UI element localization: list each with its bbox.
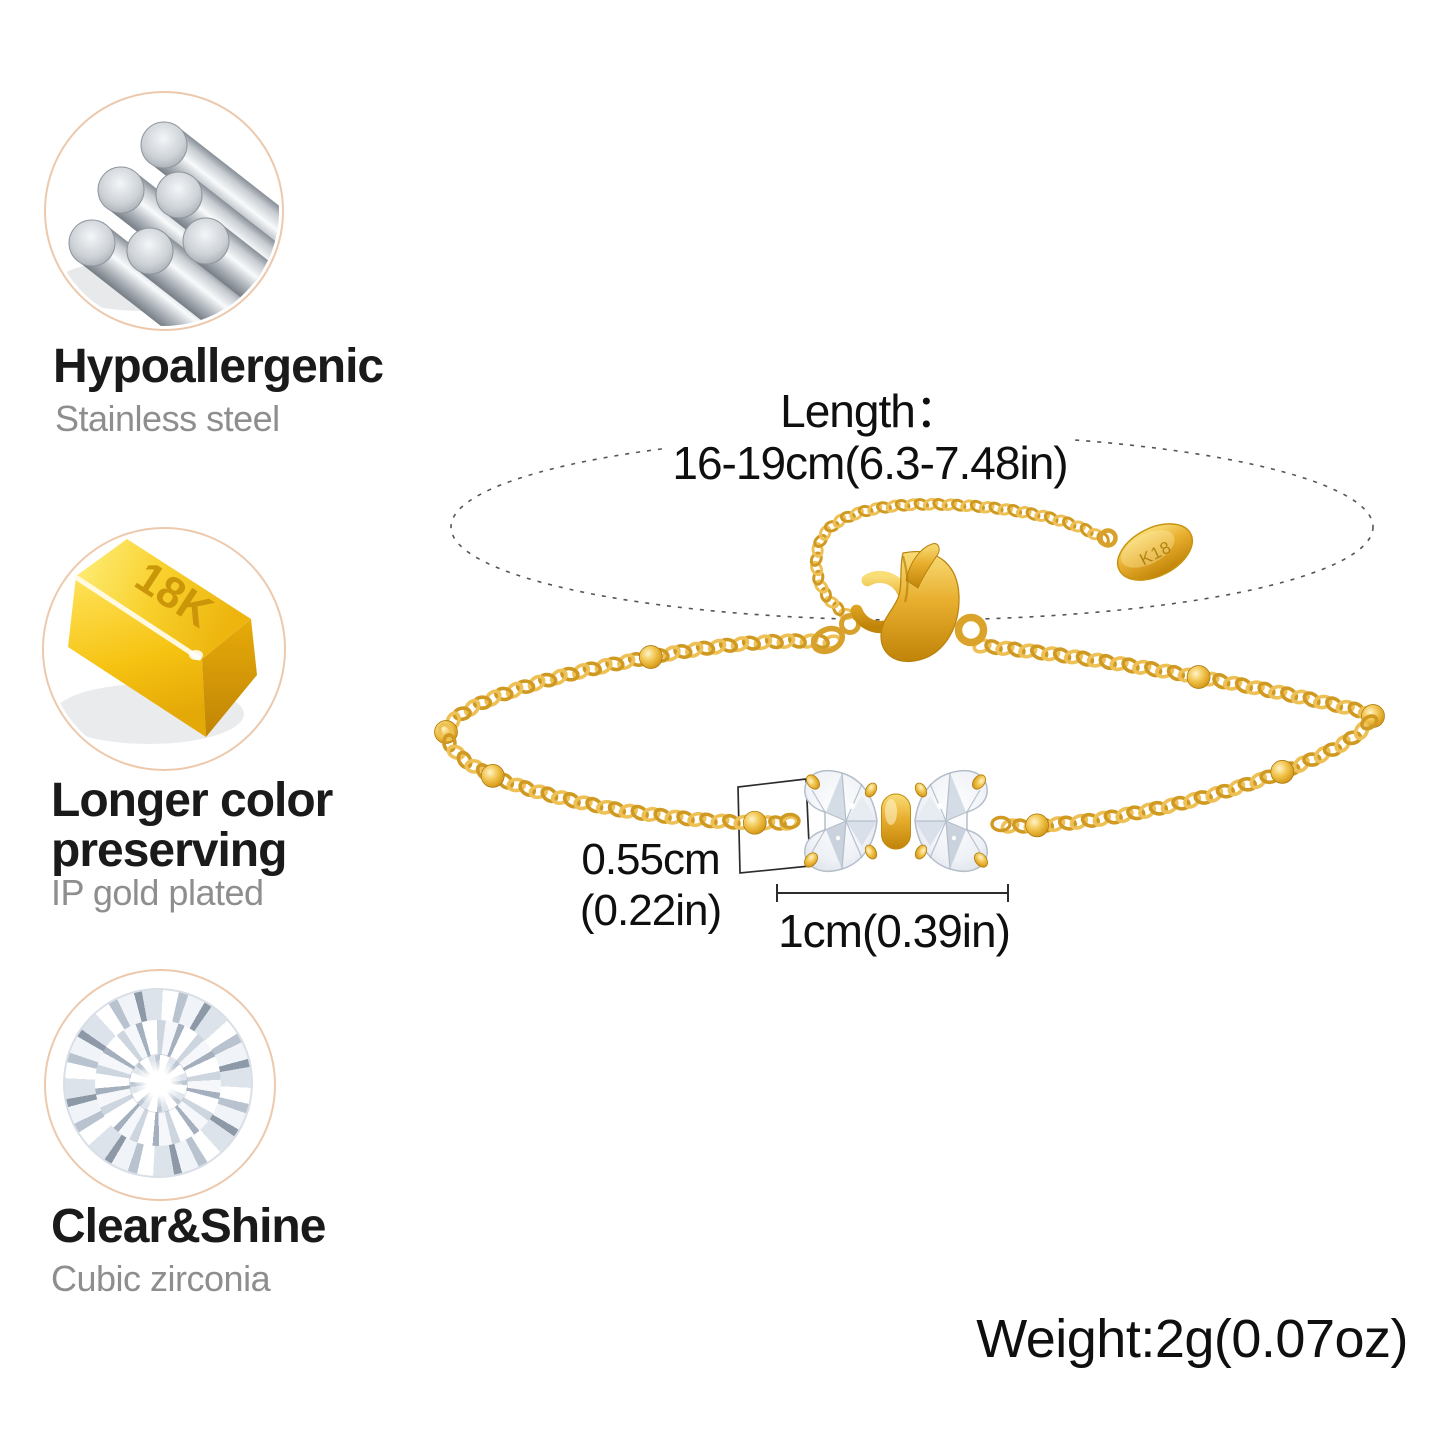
feature-subtitle-stainless-steel: Stainless steel [55, 398, 280, 439]
charm-height-annotation: 0.55cm (0.22in) [548, 834, 753, 936]
gold-bar-front-face [68, 576, 206, 737]
bow-center-band [881, 793, 911, 850]
length-value: 16-19cm(6.3-7.48in) [672, 436, 1068, 489]
width-line [776, 884, 1009, 902]
length-text-backdrop [663, 380, 1075, 482]
charm-height-in: (0.22in) [579, 886, 722, 936]
length-annotation: Length： 16-19cm(6.3-7.48in) [645, 385, 1095, 489]
height-bracket [737, 778, 811, 874]
charm-width-annotation: 1cm(0.39in) [778, 905, 1011, 957]
gold-bar-top-face [76, 539, 251, 659]
charm-height-cm: 0.55cm [581, 835, 720, 884]
length-title: Length： [780, 385, 961, 437]
weight-annotation: Weight:2g(0.07oz) [976, 1309, 1408, 1369]
feature-badge-steel [44, 91, 284, 331]
feature-title-clear-shine: Clear&Shine [51, 1200, 326, 1253]
feature-subtitle-cubic-zirconia: Cubic zirconia [51, 1258, 271, 1299]
steel-rod [140, 121, 279, 287]
feature-badge-gold: 18K [42, 527, 286, 771]
steel-rod [68, 219, 264, 326]
heart-stone [804, 770, 878, 872]
feature-title-color-preserving: Longer color preserving [51, 774, 333, 877]
feature-badge-zirconia [44, 969, 276, 1201]
chain-strand-left-upper [434, 633, 842, 744]
feature-subtitle-ip-gold: IP gold plated [51, 872, 264, 913]
steel-rods-icon [54, 121, 279, 326]
steel-rod [182, 217, 279, 326]
chain-strand-left-lower [437, 722, 799, 835]
feature-title-hypoallergenic: Hypoallergenic [53, 340, 384, 393]
gold-bar-icon: 18K [54, 539, 257, 744]
cubic-zirconia-icon [63, 988, 253, 1178]
chain-strand-right-upper [972, 638, 1385, 728]
bow-charm [779, 769, 1012, 873]
lobster-clasp [810, 543, 988, 663]
gold-bar-end-face [202, 619, 257, 737]
k18-tag: K18 [1098, 523, 1194, 581]
chain-strand-right-lower [1000, 714, 1379, 838]
extender-chain [809, 497, 1110, 621]
